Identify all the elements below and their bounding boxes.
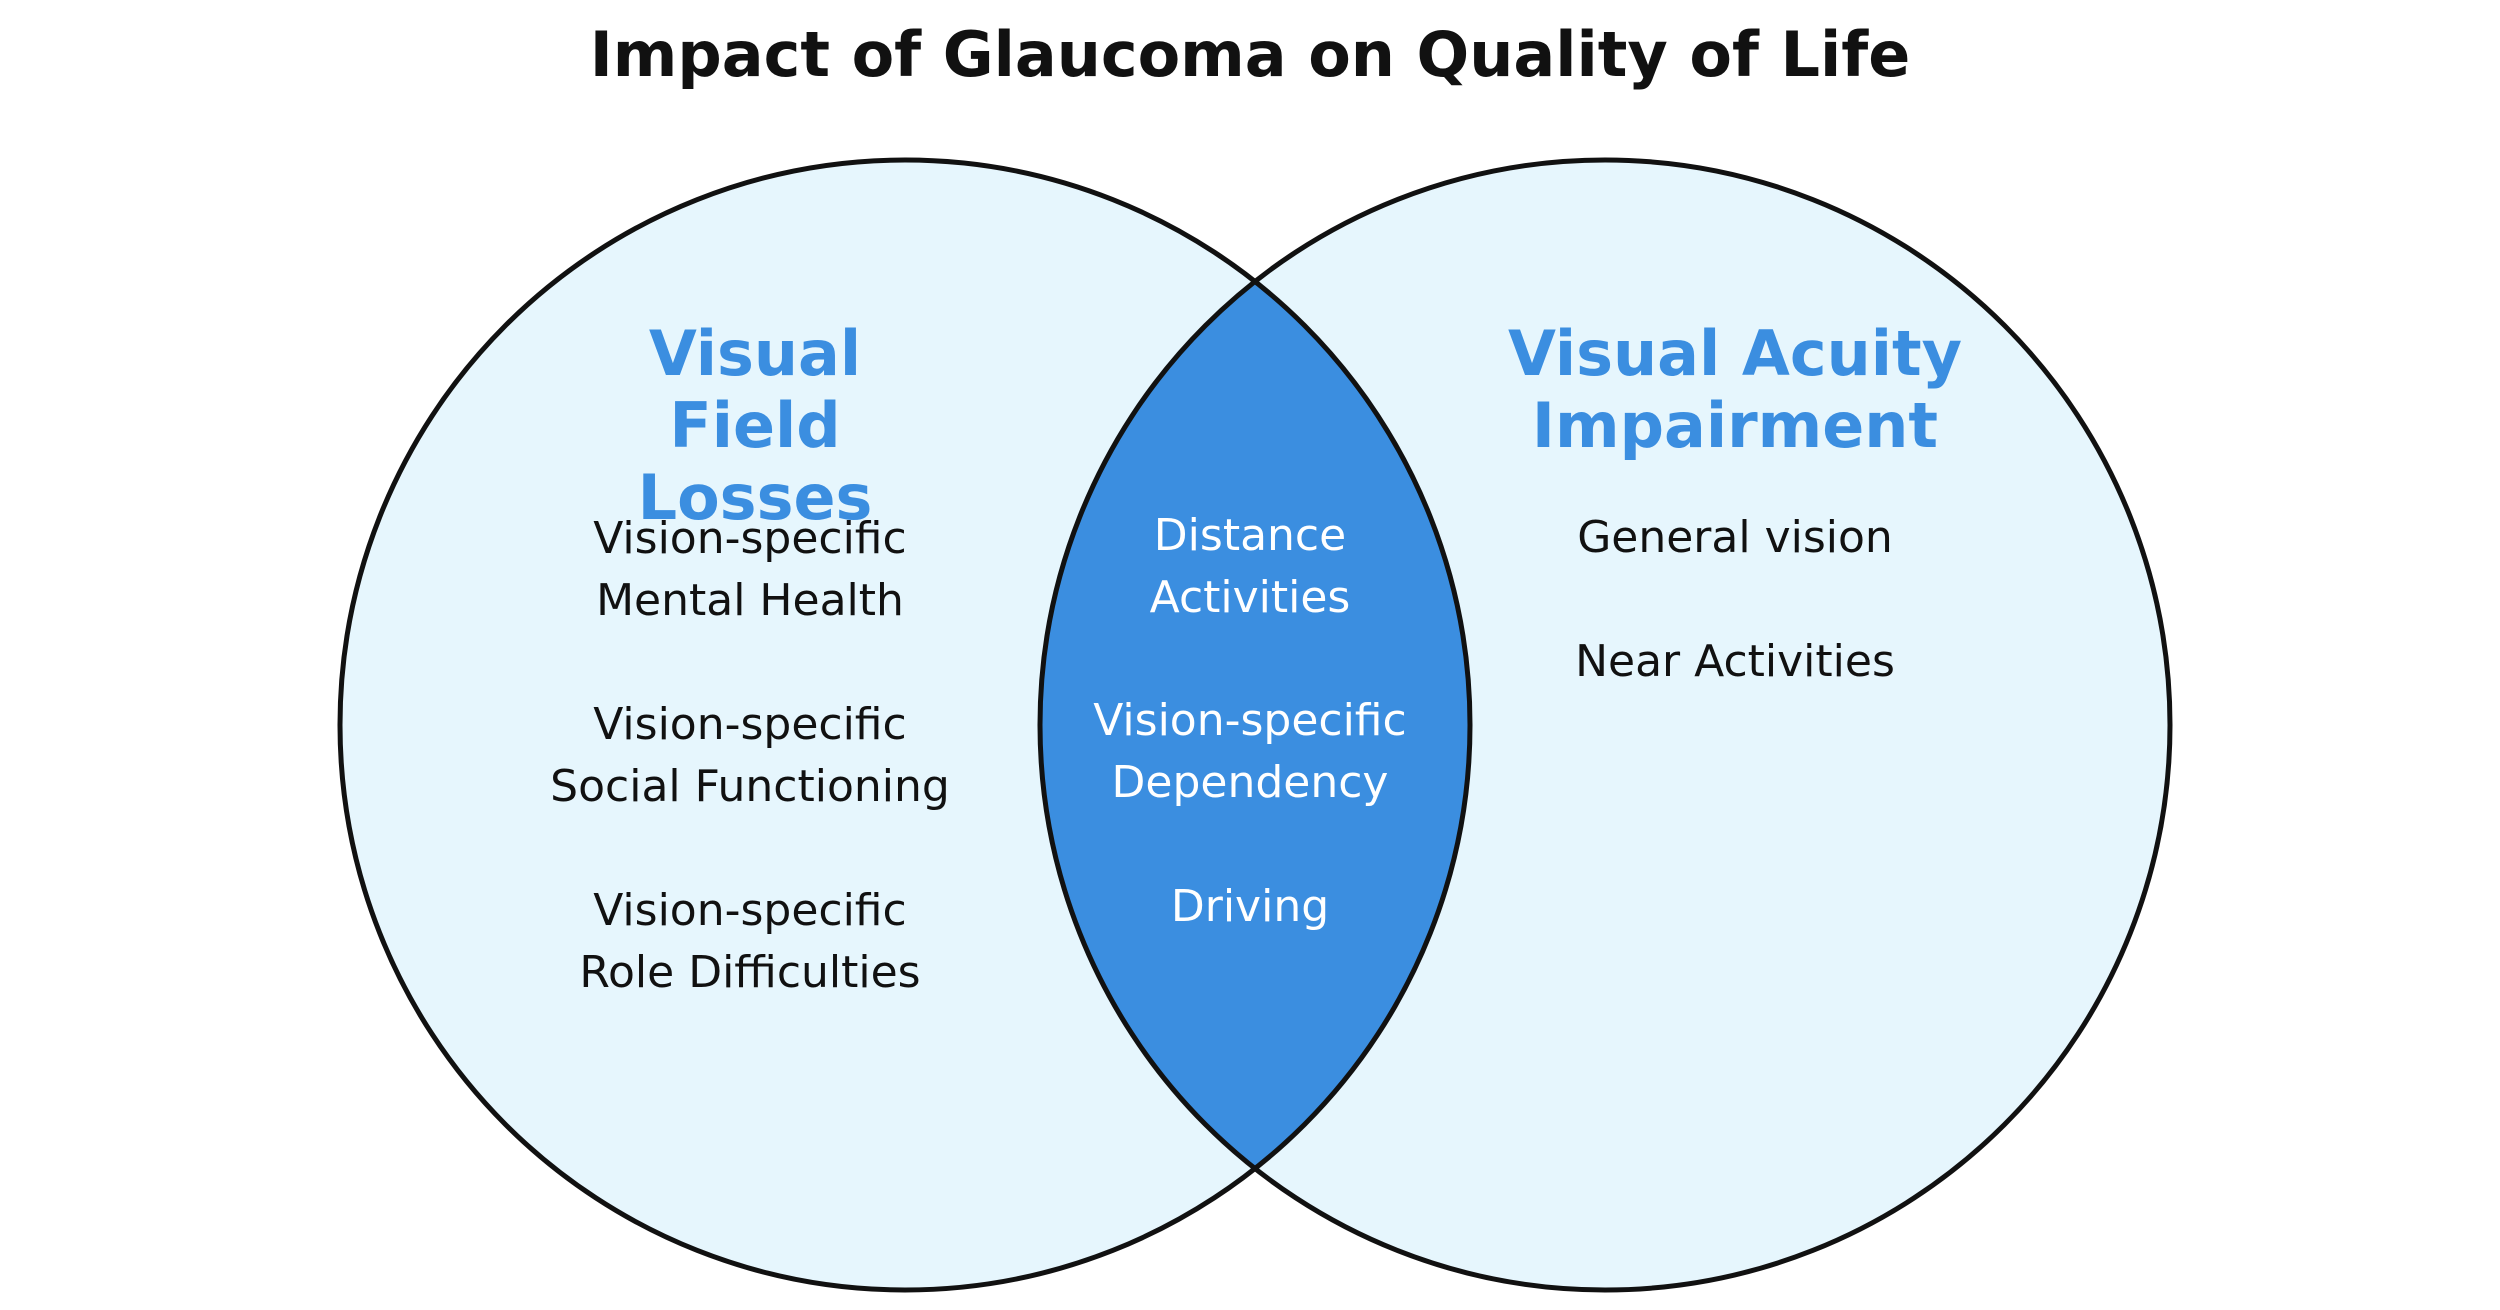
- left-item-line: Social Functioning: [550, 761, 950, 812]
- overlap-item-line: Dependency: [1111, 757, 1389, 808]
- right-heading: Visual Acuity Impairment: [1495, 318, 1975, 462]
- left-item: Vision-specific Role Difficulties: [470, 880, 1030, 1004]
- left-item: Vision-specific Mental Health: [470, 508, 1030, 632]
- overlap-item-line: Driving: [1170, 881, 1330, 932]
- overlap-item: Distance Activities: [1045, 505, 1455, 629]
- overlap-item-line: Vision-specific: [1093, 695, 1407, 746]
- diagram-title: Impact of Glaucoma on Quality of Life: [589, 18, 1911, 91]
- left-heading: Visual Field Losses: [555, 318, 955, 534]
- left-heading-line1: Visual Field: [648, 317, 862, 462]
- left-circle-outline: [337, 157, 1473, 1293]
- overlap-item: Vision-specific Dependency: [1045, 690, 1455, 814]
- left-heading-line2: Losses: [637, 461, 873, 534]
- right-item-line: Near Activities: [1575, 636, 1895, 687]
- right-item-line: General vision: [1577, 512, 1893, 563]
- left-item: Vision-specific Social Functioning: [470, 694, 1030, 818]
- right-circle-outline: [1037, 157, 2173, 1293]
- right-heading-line2: Impairment: [1531, 389, 1939, 462]
- left-item-line: Vision-specific: [593, 513, 907, 564]
- overlap-item-line: Activities: [1149, 572, 1351, 623]
- left-item-line: Vision-specific: [593, 699, 907, 750]
- overlap-item-line: Distance: [1153, 510, 1347, 561]
- right-item: Near Activities: [1520, 631, 1950, 693]
- right-heading-line1: Visual Acuity: [1507, 317, 1963, 390]
- left-item-line: Mental Health: [596, 575, 904, 626]
- left-item-line: Role Difficulties: [579, 947, 921, 998]
- right-item: General vision: [1520, 507, 1950, 569]
- left-item-line: Vision-specific: [593, 885, 907, 936]
- overlap-region: [1040, 160, 1470, 1290]
- overlap-item: Driving: [1045, 876, 1455, 938]
